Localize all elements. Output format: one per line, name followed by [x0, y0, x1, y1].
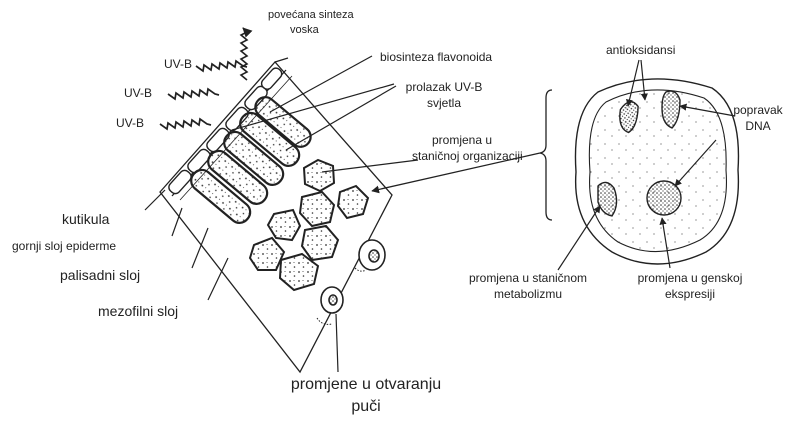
uv-pass-line2: svjetla	[396, 95, 492, 111]
gene-expression-label: promjena u genskoj ekspresiji	[620, 270, 760, 302]
wax-label-line1: povećana sinteza	[268, 8, 354, 23]
antioxidants-label: antioksidansi	[606, 42, 675, 58]
stomata-line2: puči	[268, 396, 464, 418]
stomata-label: promjene u otvaranju puči	[268, 374, 464, 417]
gene-expression-line1: promjena u genskoj	[620, 270, 760, 286]
uv-pass-line1: prolazak UV-B	[396, 79, 492, 95]
uvb-label-1: UV-B	[164, 56, 192, 72]
cuticle-label: kutikula	[62, 210, 109, 229]
dna-repair-line2: DNA	[726, 118, 790, 134]
stomata-line1: promjene u otvaranju	[268, 374, 464, 396]
uvb-label-3: UV-B	[116, 115, 144, 131]
bracket	[540, 90, 552, 220]
uv-pass-label: prolazak UV-B svjetla	[396, 79, 492, 111]
gene-expression-line2: ekspresiji	[620, 286, 760, 302]
wax-label-line2: voska	[268, 23, 354, 38]
cell-org-line2: staničnoj organizaciji	[412, 148, 523, 164]
metabolism-line1: promjena u staničnom	[458, 270, 598, 286]
dna-repair-label: popravak DNA	[726, 102, 790, 134]
flavonoid-label: biosinteza flavonoida	[380, 49, 492, 65]
cell-org-line1: promjena u	[412, 132, 523, 148]
metabolism-label: promjena u staničnom metabolizmu	[458, 270, 598, 302]
metabolism-line2: metabolizmu	[458, 286, 598, 302]
mesophyll-label: mezofilni sloj	[98, 302, 178, 321]
palisade-label: palisadni sloj	[60, 266, 140, 285]
enlarged-cell	[575, 79, 738, 264]
wax-label: povećana sinteza voska	[268, 8, 354, 38]
upper-epidermis-label: gornji sloj epiderme	[12, 238, 116, 254]
uvb-label-2: UV-B	[124, 85, 152, 101]
cell-org-label: promjena u staničnoj organizaciji	[412, 132, 523, 164]
dna-repair-line1: popravak	[726, 102, 790, 118]
wax-arrow	[241, 28, 247, 80]
